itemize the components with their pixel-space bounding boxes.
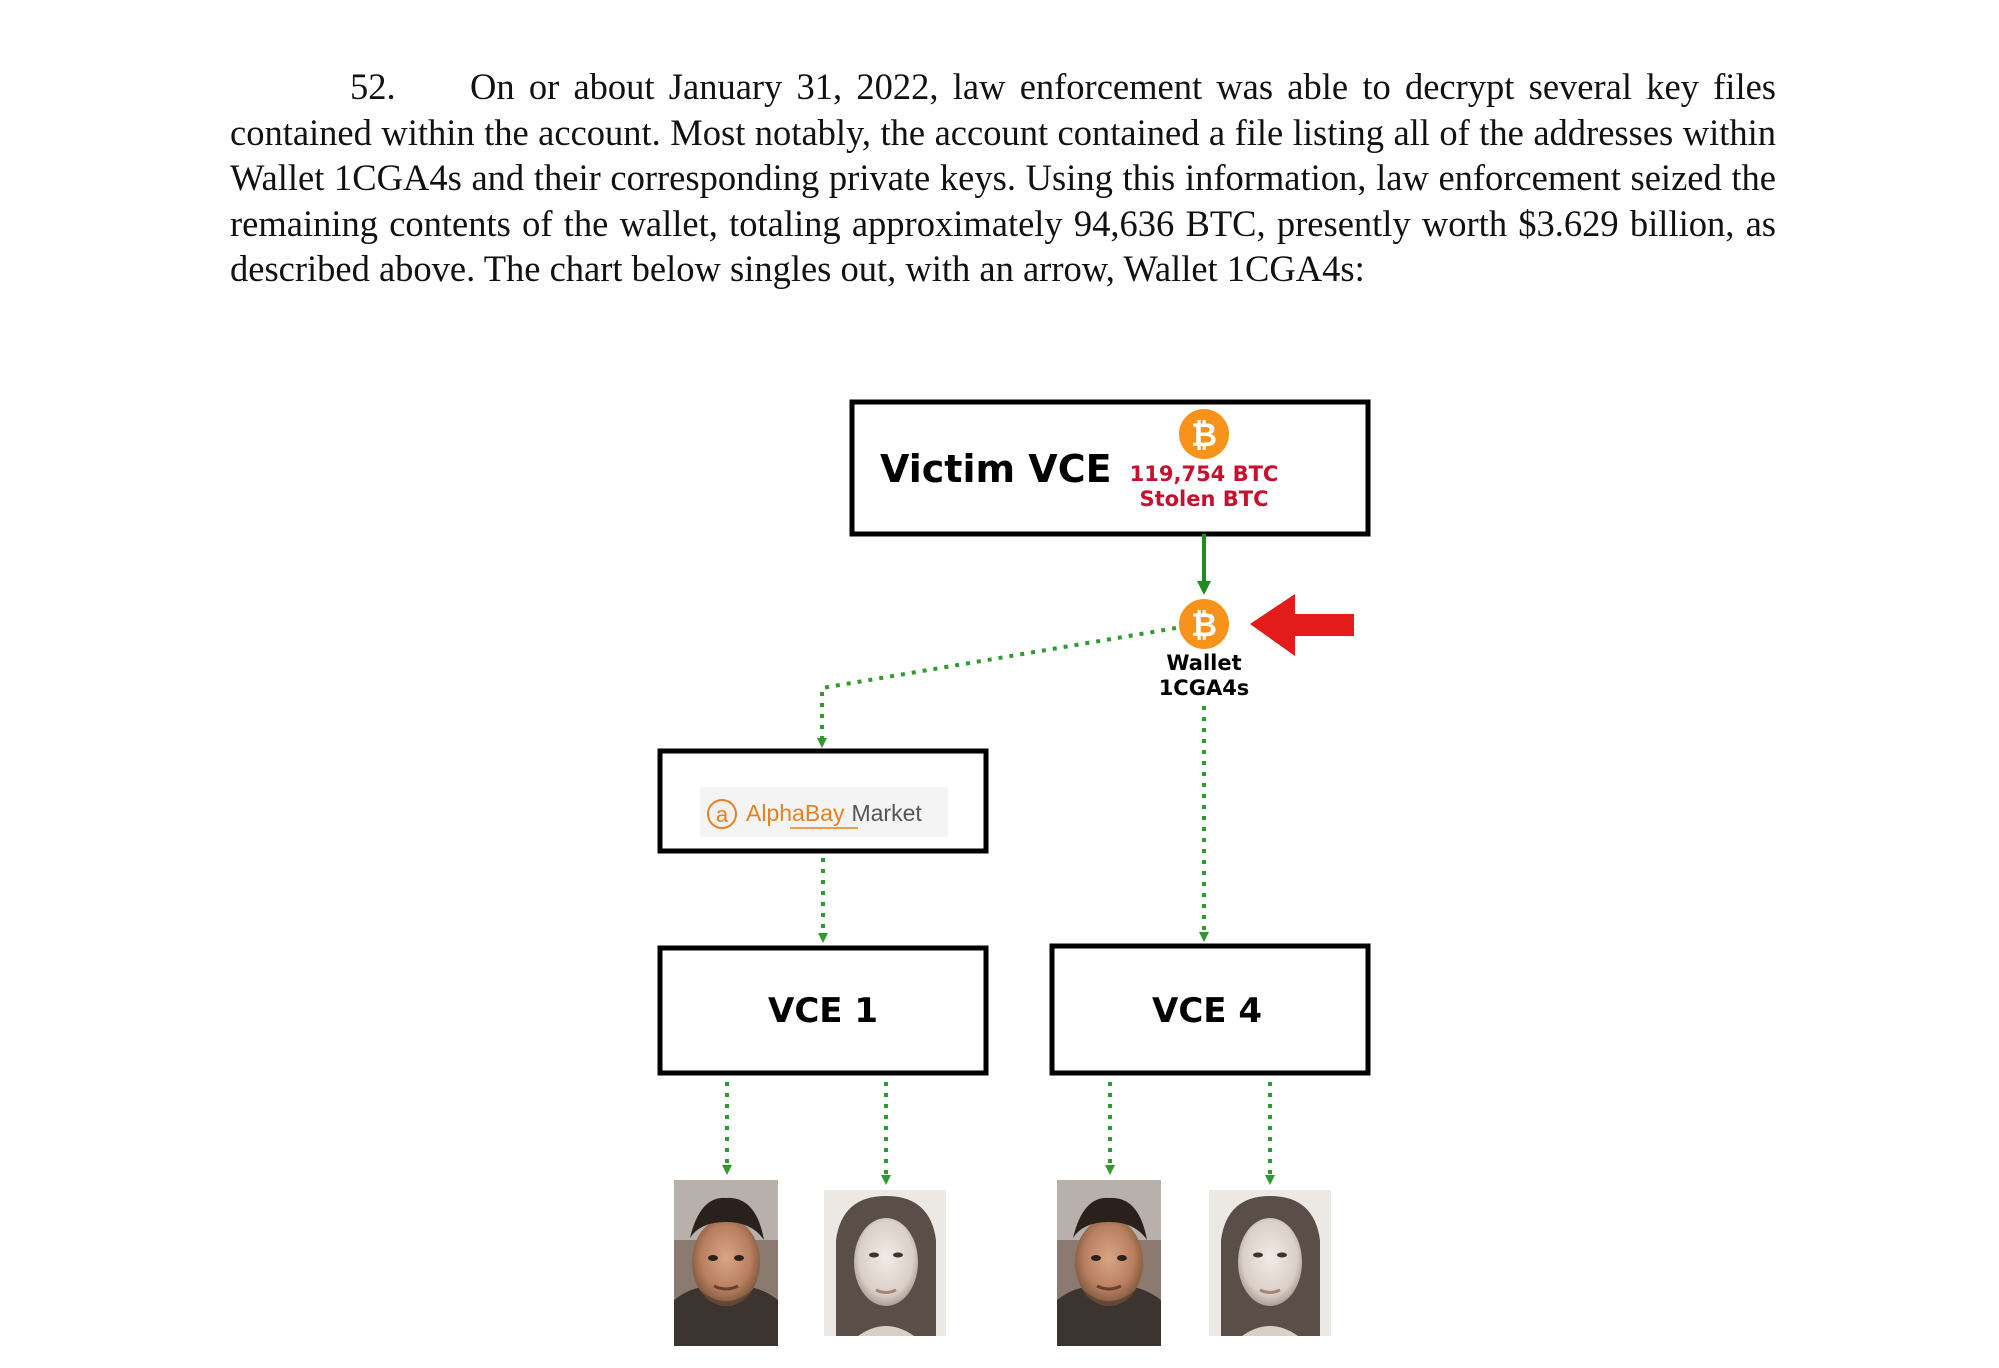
paragraph-text: On or about January 31, 2022, law enforc… [230, 66, 1776, 289]
document-paragraph: 52.On or about January 31, 2022, law enf… [230, 64, 1776, 292]
svg-text:₿: ₿ [1191, 416, 1217, 454]
bitcoin-icon: ₿ [1179, 409, 1229, 459]
victim-vce-label: Victim VCE [880, 447, 1112, 491]
wallet-to-alphabay-arrow [817, 626, 1177, 748]
vce4-label: VCE 4 [1152, 991, 1262, 1031]
bitcoin-icon: ₿ [1179, 599, 1229, 649]
wallet-label-line2: 1CGA4s [1159, 676, 1250, 700]
vce1-label: VCE 1 [768, 991, 878, 1031]
svg-text:a: a [716, 802, 729, 827]
vce4-box: VCE 4 [1049, 943, 1371, 1076]
stolen-caption: Stolen BTC [1139, 487, 1268, 511]
paragraph-number: 52. [350, 66, 396, 107]
wallet-node: ₿ Wallet 1CGA4s [1159, 599, 1250, 700]
person-photo-woman [824, 1190, 946, 1336]
person-photo-woman [1209, 1190, 1331, 1336]
person-photo-man [674, 1180, 778, 1346]
wallet-label-line1: Wallet [1166, 651, 1241, 675]
person-photo-man [1057, 1180, 1161, 1346]
red-pointer-arrow-icon [1250, 594, 1354, 656]
alphabay-logo-icon: a [707, 799, 737, 829]
svg-text:₿: ₿ [1191, 606, 1217, 644]
vce1-box: VCE 1 [657, 945, 989, 1076]
stolen-amount: 119,754 BTC [1130, 462, 1279, 486]
victim-vce-box: Victim VCE ₿ 119,754 BTC Stolen BTC [849, 399, 1371, 537]
